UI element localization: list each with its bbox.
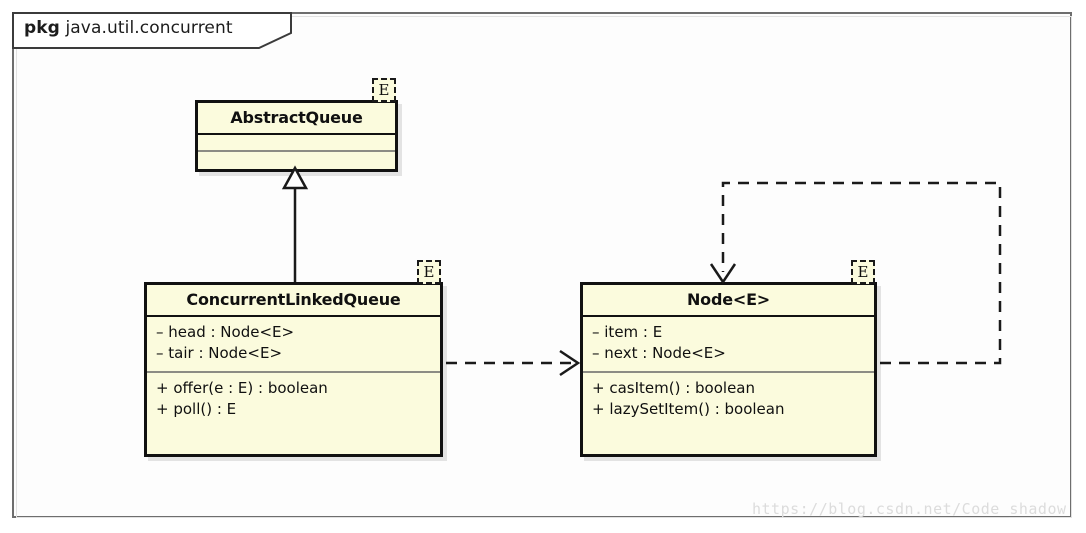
type-parameter-badge-abstract-queue: E (372, 78, 396, 102)
operations-compartment-node: + casItem() : boolean + lazySetItem() : … (583, 370, 874, 427)
package-keyword: pkg (24, 18, 60, 38)
operations-compartment-concurrent-linked-queue: + offer(e : E) : boolean + poll() : E (147, 370, 440, 427)
package-name: java.util.concurrent (59, 18, 233, 38)
watermark-text: https://blog.csdn.net/Code_shadow (752, 500, 1067, 518)
operation-item: + lazySetItem() : boolean (592, 399, 785, 418)
class-box-node[interactable]: Node<E> – item : E – next : Node<E> + ca… (580, 282, 877, 457)
class-box-abstract-queue[interactable]: AbstractQueue (195, 100, 398, 172)
operation-item: + poll() : E (156, 399, 237, 418)
type-parameter-badge-node: E (851, 260, 875, 284)
attributes-compartment-node: – item : E – next : Node<E> (583, 317, 874, 371)
attribute-item: – head : Node<E> (156, 323, 295, 341)
class-title-node: Node<E> (583, 285, 874, 317)
package-label: pkg java.util.concurrent (24, 18, 233, 38)
class-title-concurrent-linked-queue: ConcurrentLinkedQueue (147, 285, 440, 317)
attributes-compartment-concurrent-linked-queue: – head : Node<E> – tair : Node<E> (147, 317, 440, 371)
operations-compartment-abstract-queue (198, 150, 395, 167)
attribute-item: – tair : Node<E> (156, 344, 283, 363)
attribute-item: – item : E (592, 323, 663, 341)
type-parameter-badge-concurrent-linked-queue: E (417, 260, 441, 284)
class-box-concurrent-linked-queue[interactable]: ConcurrentLinkedQueue – head : Node<E> –… (144, 282, 443, 457)
operation-item: + offer(e : E) : boolean (156, 378, 328, 397)
class-title-abstract-queue: AbstractQueue (198, 103, 395, 135)
attributes-compartment-abstract-queue (198, 135, 395, 150)
operation-item: + casItem() : boolean (592, 378, 756, 397)
attribute-item: – next : Node<E> (592, 344, 726, 363)
